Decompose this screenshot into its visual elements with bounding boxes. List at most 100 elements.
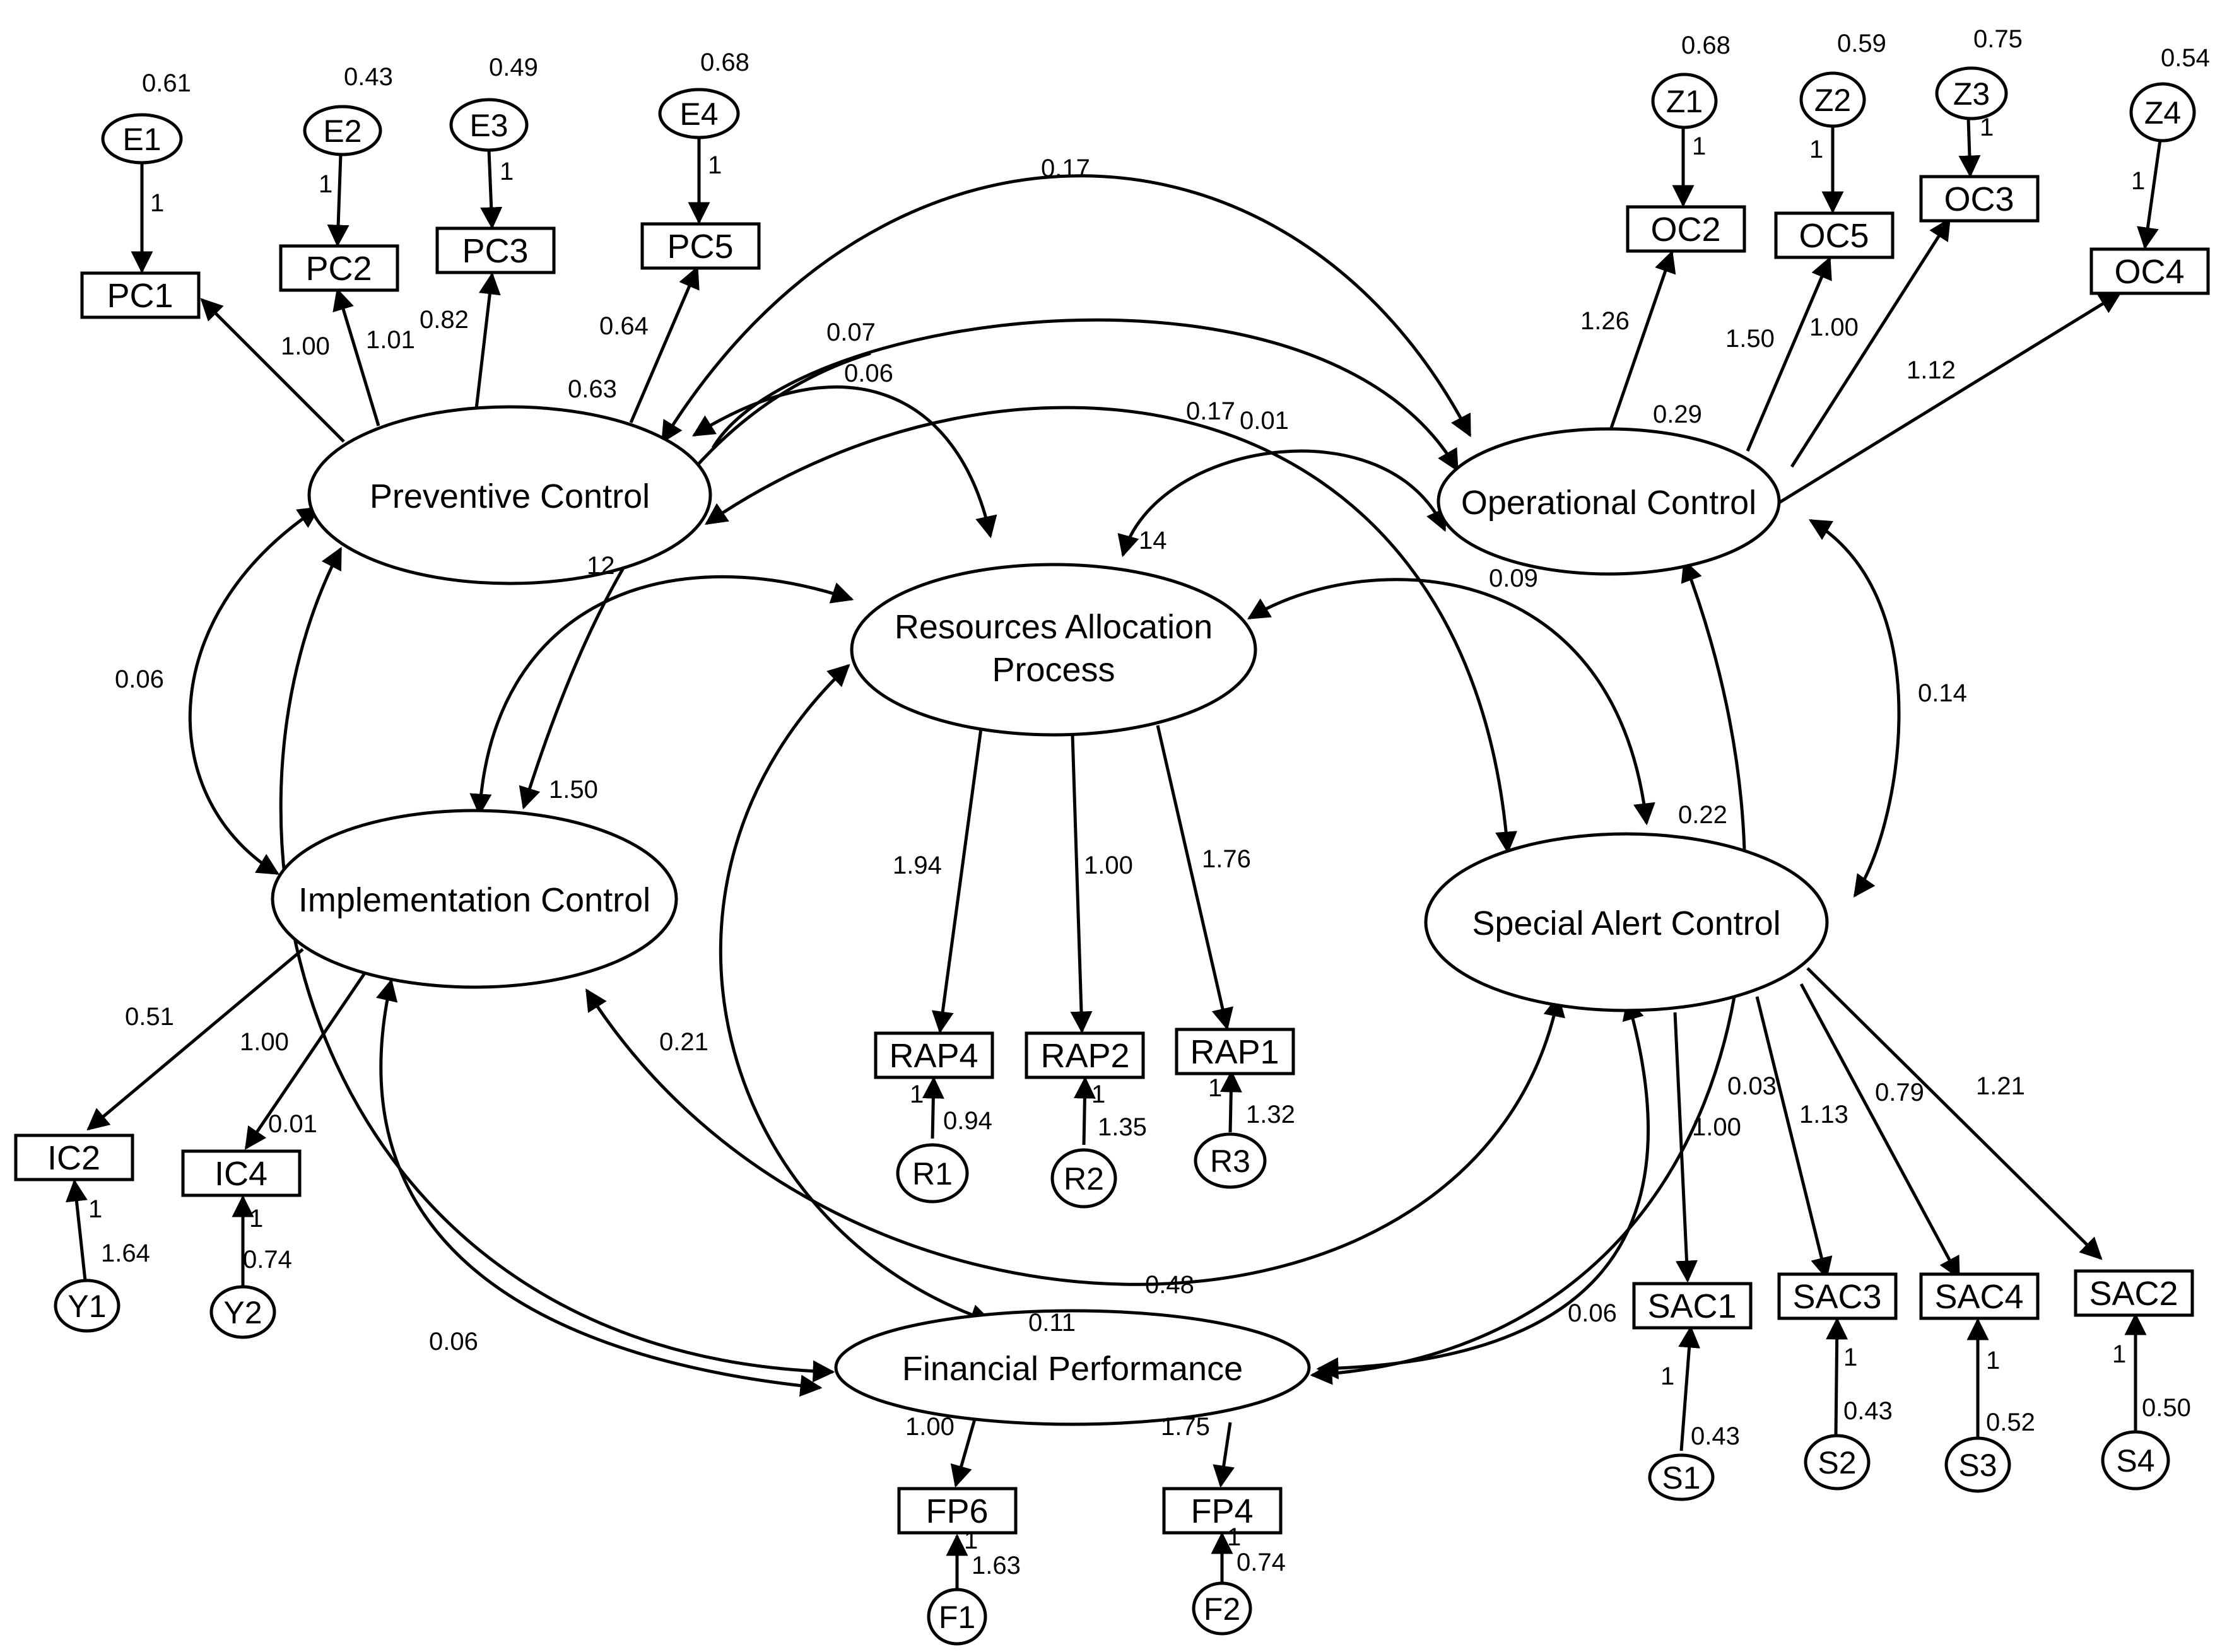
path-fp-fp4 [1213, 1422, 1235, 1488]
svg-text:E4: E4 [679, 97, 718, 132]
loading-sac4: 0.79 [1875, 1079, 1924, 1106]
variance-sac: 0.22 [1678, 801, 1727, 829]
svg-text:Z4: Z4 [2144, 95, 2181, 131]
cov-label-ic-sac: 0.21 [659, 1028, 708, 1056]
latent-variables: Preventive Control Operational Control R… [271, 405, 1829, 1426]
loading-pc2: 1.01 [366, 326, 415, 354]
error-s4: S4 [2101, 1430, 2170, 1491]
latent-label: Operational Control [1461, 484, 1756, 522]
observed-oc3: OC3 [1919, 175, 2040, 223]
loading-fp4: 1.75 [1161, 1413, 1210, 1441]
cov-oc-sac [1808, 518, 1901, 898]
error-e1: E1 [101, 113, 183, 165]
path-fp-fp6 [950, 1419, 977, 1488]
path-rap-rap1 [1156, 725, 1234, 1031]
loading-arrows [86, 218, 2122, 1488]
observed-sac2: SAC2 [2074, 1269, 2194, 1317]
error-r1: R1 [896, 1143, 969, 1204]
variance-z1: 0.68 [1681, 32, 1730, 59]
observed-sac1: SAC1 [1632, 1282, 1753, 1330]
error-f1: F1 [927, 1588, 987, 1646]
observed-sac4: SAC4 [1919, 1272, 2040, 1320]
err-r1-rap4 [922, 1076, 944, 1139]
latent-label-line2: Process [992, 651, 1115, 689]
path-ic-ic4 [244, 970, 368, 1150]
errpath-r1: 1 [910, 1081, 924, 1108]
cov-label-oc-fp: 0.03 [1727, 1072, 1777, 1100]
error-s1: S1 [1648, 1453, 1715, 1501]
errpath-s2: 1 [1843, 1344, 1857, 1371]
variance-r3: 1.32 [1246, 1101, 1295, 1128]
cov-oc-fp [1310, 559, 1747, 1385]
loading-sac2: 1.21 [1976, 1072, 2025, 1100]
svg-text:R3: R3 [1210, 1144, 1250, 1179]
latent-label: Implementation Control [298, 881, 650, 919]
covariance-curves [188, 174, 1901, 1397]
svg-text:F1: F1 [939, 1600, 975, 1635]
loading-rap2: 1.00 [1084, 852, 1133, 879]
observed-oc5: OC5 [1774, 211, 1895, 259]
variance-pc: 0.63 [568, 375, 617, 403]
observed-variables: PC1 PC2 PC3 PC5 OC2 OC5 OC3 OC4 RAP4 RAP… [14, 175, 2210, 1535]
loading-ic4: 1.00 [240, 1028, 289, 1056]
error-z1: Z1 [1651, 73, 1718, 129]
errpath-e2: 1 [319, 170, 332, 198]
errpath-z2: 1 [1809, 136, 1823, 163]
loading-pc1: 1.00 [281, 332, 330, 360]
errpath-e3: 1 [500, 158, 514, 185]
latent-preventive-control: Preventive Control [307, 405, 712, 585]
path-oc-oc3 [1790, 218, 1951, 468]
cov-rap-fp [719, 664, 993, 1326]
variance-s1: 0.43 [1691, 1422, 1740, 1450]
variance-s2: 0.43 [1843, 1397, 1893, 1425]
svg-text:SAC2: SAC2 [2089, 1275, 2178, 1313]
observed-pc2: PC2 [279, 244, 399, 292]
variance-r2: 1.35 [1098, 1113, 1147, 1141]
path-pc-pc3 [474, 272, 501, 409]
observed-rap1: RAP1 [1175, 1028, 1295, 1075]
variance-y1: 1.64 [101, 1239, 150, 1267]
path-sac-sac4 [1799, 983, 1961, 1280]
error-e3: E3 [449, 98, 529, 152]
observed-fp6: FP6 [897, 1487, 1018, 1535]
error-y2: Y2 [209, 1285, 276, 1339]
path-pc-pc5 [629, 266, 700, 423]
variance-e3: 0.49 [489, 54, 538, 81]
cov-pc-ic-arc [711, 318, 1459, 472]
path-oc-oc4 [1775, 291, 2122, 507]
variance-e1: 0.61 [142, 69, 191, 97]
errpath-s3: 1 [1986, 1347, 2000, 1374]
error-terms: E1 E2 E3 E4 Z1 Z2 Z3 Z4 R1 R2 R3 Y1 Y2 S… [54, 66, 2196, 1646]
latent-operational-control: Operational Control [1437, 427, 1781, 576]
loading-pc5: 0.64 [599, 312, 649, 340]
variance-z4: 0.54 [2161, 44, 2210, 72]
cov-label-oc-rap: 0.01 [1240, 407, 1289, 435]
errpath-r3: 1 [1208, 1074, 1222, 1102]
observed-fp4: FP4 [1162, 1487, 1283, 1535]
svg-text:RAP2: RAP2 [1040, 1037, 1129, 1075]
err-z4-oc4 [2137, 135, 2163, 250]
observed-rap4: RAP4 [874, 1031, 994, 1079]
error-z2: Z2 [1799, 71, 1866, 128]
errpath-z1: 1 [1692, 132, 1706, 160]
latent-label: Special Alert Control [1472, 905, 1780, 942]
errpath-r2: 1 [1091, 1081, 1105, 1108]
errpath-z4: 1 [2131, 167, 2145, 195]
cov-pc-rap [692, 385, 997, 539]
variance-oc: 0.29 [1653, 401, 1702, 428]
cov-label-ic-ic4: 0.01 [268, 1110, 317, 1138]
errpath-s1: 1 [1660, 1362, 1674, 1390]
loading-pc3: 0.82 [420, 306, 469, 334]
variance-y2: 0.74 [243, 1246, 292, 1274]
variance-e4: 0.68 [700, 49, 749, 76]
variance-rap: 14 [1139, 527, 1167, 554]
svg-text:FP4: FP4 [1190, 1492, 1253, 1530]
err-z3-oc3 [1958, 118, 1981, 178]
cov-ic-rap [469, 575, 854, 816]
errpath-f2: 1 [1227, 1523, 1241, 1551]
cov-pc-oc [661, 174, 1472, 443]
errpath-z3: 1 [1980, 114, 1994, 141]
error-r3: R3 [1194, 1132, 1267, 1189]
svg-text:Z1: Z1 [1666, 84, 1703, 119]
cov-ic-fp [376, 978, 823, 1397]
